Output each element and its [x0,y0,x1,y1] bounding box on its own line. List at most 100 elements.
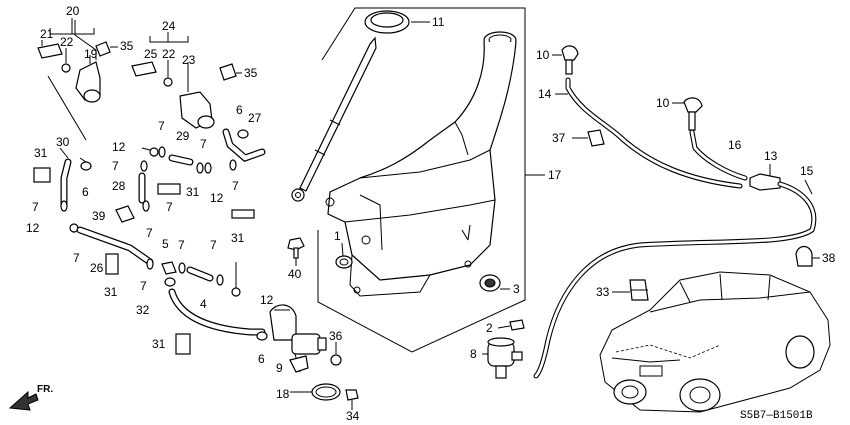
pump-seal-part [497,319,525,331]
leader-19-21 [47,75,87,141]
hose-30-part [59,147,72,209]
washer-hose-15-part [533,179,817,379]
callout-7b: 7 [112,159,119,173]
callout-labels: 20 21 22 19 35 24 25 22 23 35 11 10 14 1… [26,4,836,423]
level-gauge-part [291,36,377,202]
callout-40: 40 [288,267,302,281]
callout-3: 3 [513,282,520,296]
pad-31b-part [157,183,181,195]
reservoir-assembly-frame [317,7,526,353]
callout-27: 27 [248,111,262,125]
callout-18: 18 [276,387,290,401]
callout-8: 8 [470,347,477,361]
callout-11: 11 [432,15,445,29]
pad-31d-part [105,253,119,275]
washer-tank-part [325,31,545,297]
clamp-7h-part [178,262,186,274]
callout-23: 23 [182,53,196,67]
callout-34: 34 [346,409,360,423]
callout-12b: 12 [210,191,224,205]
callout-7f: 7 [166,200,173,214]
vehicle-outline [599,271,831,413]
callout-6a: 6 [82,185,89,199]
callout-39: 39 [92,209,106,223]
clamp-7e-part [60,200,68,212]
hose-29-part [168,154,194,166]
hose-32-part [168,288,266,336]
washer-36-part [330,342,342,366]
callout-7a: 7 [158,119,165,133]
clamp-7d-part [229,159,237,171]
clamp-12b-part [141,147,159,157]
callout-12c: 12 [26,221,40,235]
callout-6c: 6 [258,352,265,366]
callout-35a: 35 [120,39,134,53]
callout-9: 9 [276,361,283,375]
callout-35b: 35 [244,66,258,80]
clamp-7f-part [142,200,150,212]
hose-4-part [186,266,214,282]
nozzle-35a-part [95,41,118,57]
pad-31c-part [231,209,255,219]
washer-nozzle-lower-part [672,97,703,131]
clamp-7a-part [158,146,166,158]
callout-37: 37 [552,131,566,145]
pad-31e-part [175,333,191,355]
callout-31c: 31 [231,231,245,245]
callout-7k: 7 [140,279,147,293]
washer-hose-16-part [689,129,748,181]
callout-7g: 7 [73,251,80,265]
callout-12a: 12 [112,140,126,154]
callout-6b: 6 [236,103,243,117]
pad-31a-part [33,167,51,183]
hose-27-part [222,128,266,162]
callout-31d: 31 [104,285,118,299]
callout-30: 30 [56,135,70,149]
callout-15: 15 [800,164,814,178]
callout-7e: 7 [32,200,39,214]
callout-7i: 7 [178,238,185,252]
diagram-code: S5B7—B1501B [740,410,813,422]
washer-hose-14-part [555,77,743,189]
band-18-part [290,383,341,401]
joint-5-part [161,261,177,275]
grommet-1-part [335,242,353,269]
callout-10b: 10 [656,96,670,110]
joint-13-part [749,164,781,191]
flange-bolt-40-part [287,237,305,266]
bolt-34-part [345,389,359,410]
nozzle-cover-21-part [37,40,63,59]
bracket-24-lines [149,32,189,43]
nozzle-cover-25-part [131,61,157,77]
clamp-7j-part [164,277,176,287]
callout-31e: 31 [152,337,166,351]
callout-12d: 12 [260,293,274,307]
grommet-3-part [479,274,510,292]
callout-5: 5 [162,237,169,251]
washer-cap-part [364,10,430,34]
clip-37-part [572,129,605,147]
bracket-20-lines [49,18,95,35]
clamp-7i-part [216,274,224,286]
nozzle-35b-part [219,63,242,81]
callout-36: 36 [329,329,343,343]
callout-38: 38 [822,251,836,265]
washer-nozzle-upper-part [552,45,579,75]
callout-22a: 22 [60,35,74,49]
callout-4: 4 [200,297,207,311]
callout-31b: 31 [186,185,200,199]
callout-13: 13 [764,149,778,163]
washer-pump-part [482,337,523,379]
clamp-7c-part [196,162,212,174]
clamp-7g-part [146,258,154,270]
callout-7d: 7 [232,179,239,193]
front-direction-arrow [8,390,39,411]
clip-33-part [612,279,649,301]
callout-17: 17 [548,168,562,182]
callout-31a: 31 [34,146,48,160]
clip-6c-part [256,331,268,341]
clip-38-part [795,245,820,267]
hose-26-part [76,226,154,266]
washer-motor-9-part [269,304,327,373]
screw-22b-part [163,60,173,87]
